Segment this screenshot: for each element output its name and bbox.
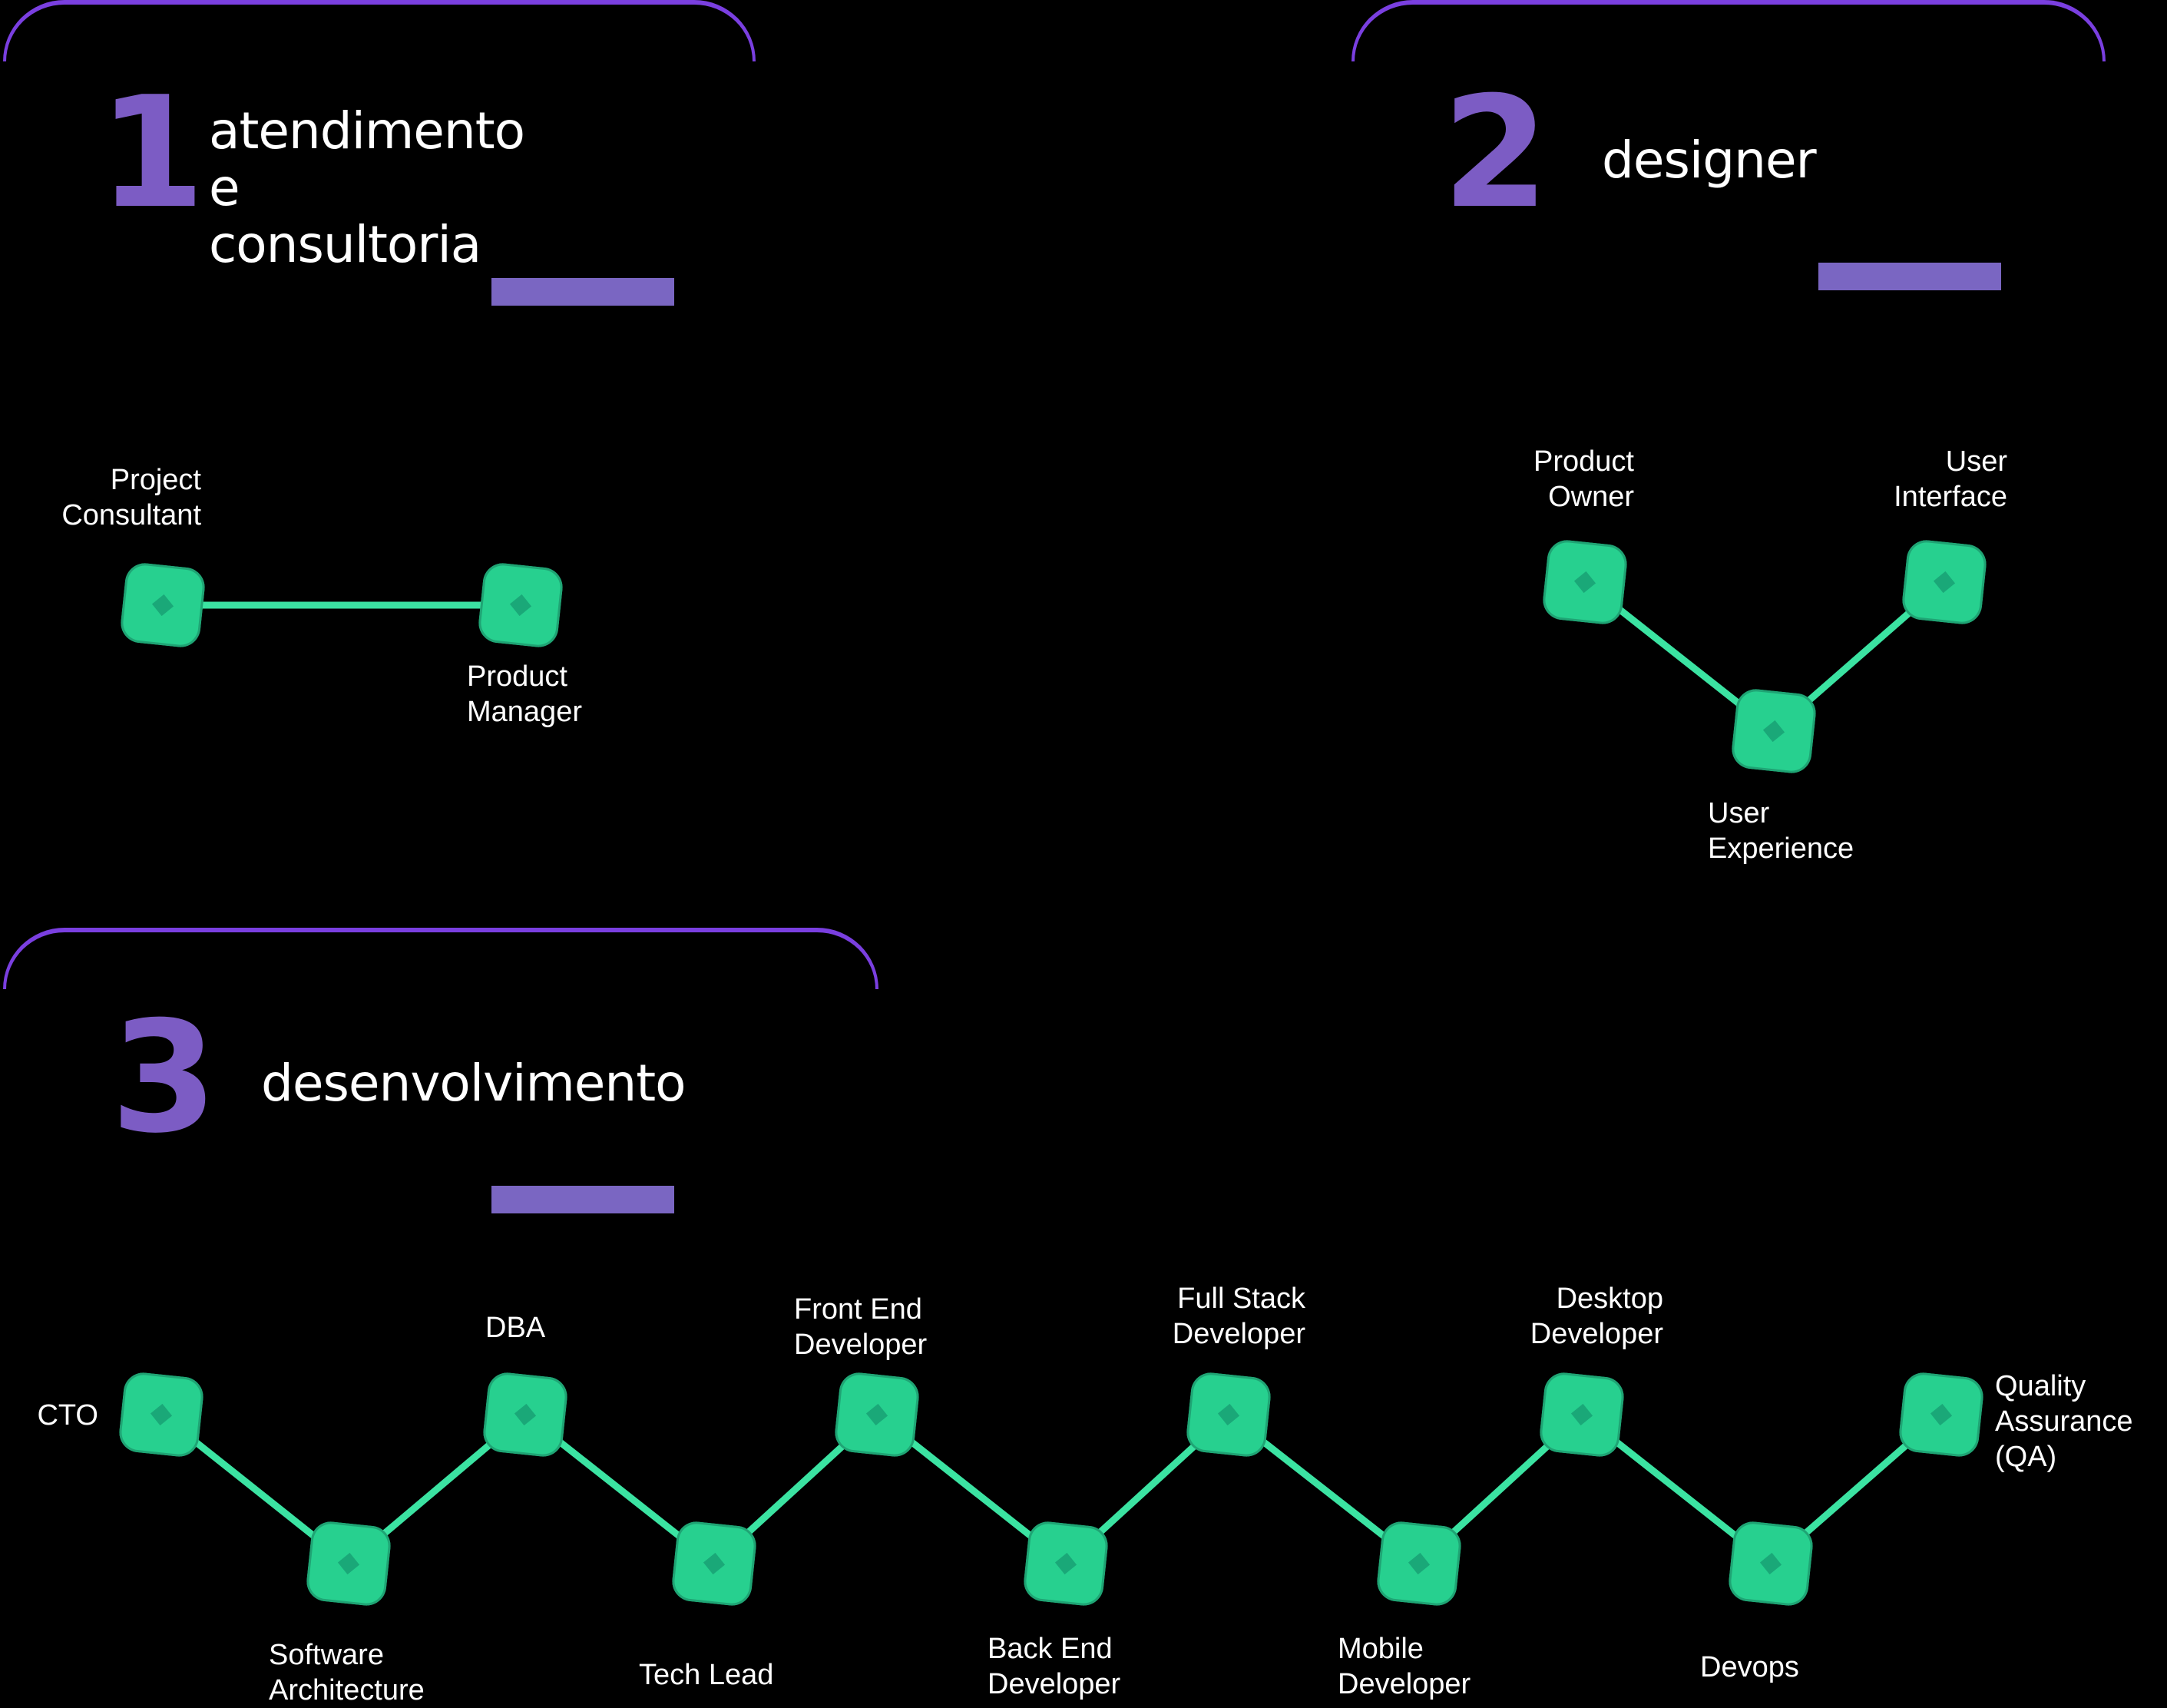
role-node bbox=[1897, 1370, 1986, 1459]
role-node bbox=[1729, 687, 1818, 776]
section-3-title-line-1: desenvolvimento bbox=[261, 1054, 686, 1113]
section-3-title: desenvolvimento bbox=[261, 1054, 686, 1113]
section-1-number: 1 bbox=[98, 64, 206, 243]
role-node bbox=[1900, 538, 1989, 627]
role-label: Product Owner bbox=[1533, 445, 1634, 513]
role-label: Tech Lead bbox=[639, 1659, 774, 1691]
role-label: Product Manager bbox=[467, 660, 582, 728]
section-1-title-line-1: atendimento bbox=[209, 101, 525, 161]
role-label: Quality Assurance (QA) bbox=[1995, 1370, 2133, 1473]
role-node bbox=[1537, 1370, 1626, 1459]
role-label: CTO bbox=[37, 1399, 98, 1432]
role-label: DBA bbox=[485, 1312, 546, 1344]
role-node bbox=[1540, 538, 1629, 627]
role-label: Desktop Developer bbox=[1530, 1283, 1663, 1350]
role-node bbox=[117, 1370, 206, 1459]
section-1-title: atendimento e consultoria bbox=[209, 101, 525, 274]
role-node bbox=[1726, 1519, 1815, 1608]
role-label: Devops bbox=[1700, 1651, 1799, 1683]
section-2-title-line-1: designer bbox=[1602, 131, 1817, 190]
section-1-title-line-2: e consultoria bbox=[209, 158, 481, 274]
section-3-number: 3 bbox=[111, 988, 218, 1167]
role-node bbox=[832, 1370, 921, 1459]
role-label: User Experience bbox=[1708, 797, 1854, 865]
section-3-divider bbox=[491, 1186, 674, 1213]
role-label: Software Architecture bbox=[269, 1639, 425, 1706]
role-node bbox=[1021, 1519, 1110, 1608]
role-label: User Interface bbox=[1894, 445, 2007, 513]
role-label: Project Consultant bbox=[61, 464, 201, 531]
role-node bbox=[670, 1519, 759, 1608]
section-2-divider bbox=[1818, 263, 2001, 290]
role-node bbox=[304, 1519, 393, 1608]
role-node bbox=[481, 1370, 570, 1459]
role-node bbox=[1375, 1519, 1464, 1608]
section-1-divider bbox=[491, 278, 674, 306]
section-2-title: designer bbox=[1602, 131, 1817, 190]
role-node bbox=[1184, 1370, 1273, 1459]
role-label: Back End Developer bbox=[988, 1633, 1121, 1700]
section-2-number: 2 bbox=[1442, 64, 1550, 243]
role-label: Front End Developer bbox=[794, 1293, 928, 1361]
role-label: Full Stack Developer bbox=[1172, 1283, 1305, 1350]
role-node bbox=[118, 561, 207, 650]
role-node bbox=[476, 561, 565, 650]
role-label: Mobile Developer bbox=[1338, 1633, 1471, 1700]
